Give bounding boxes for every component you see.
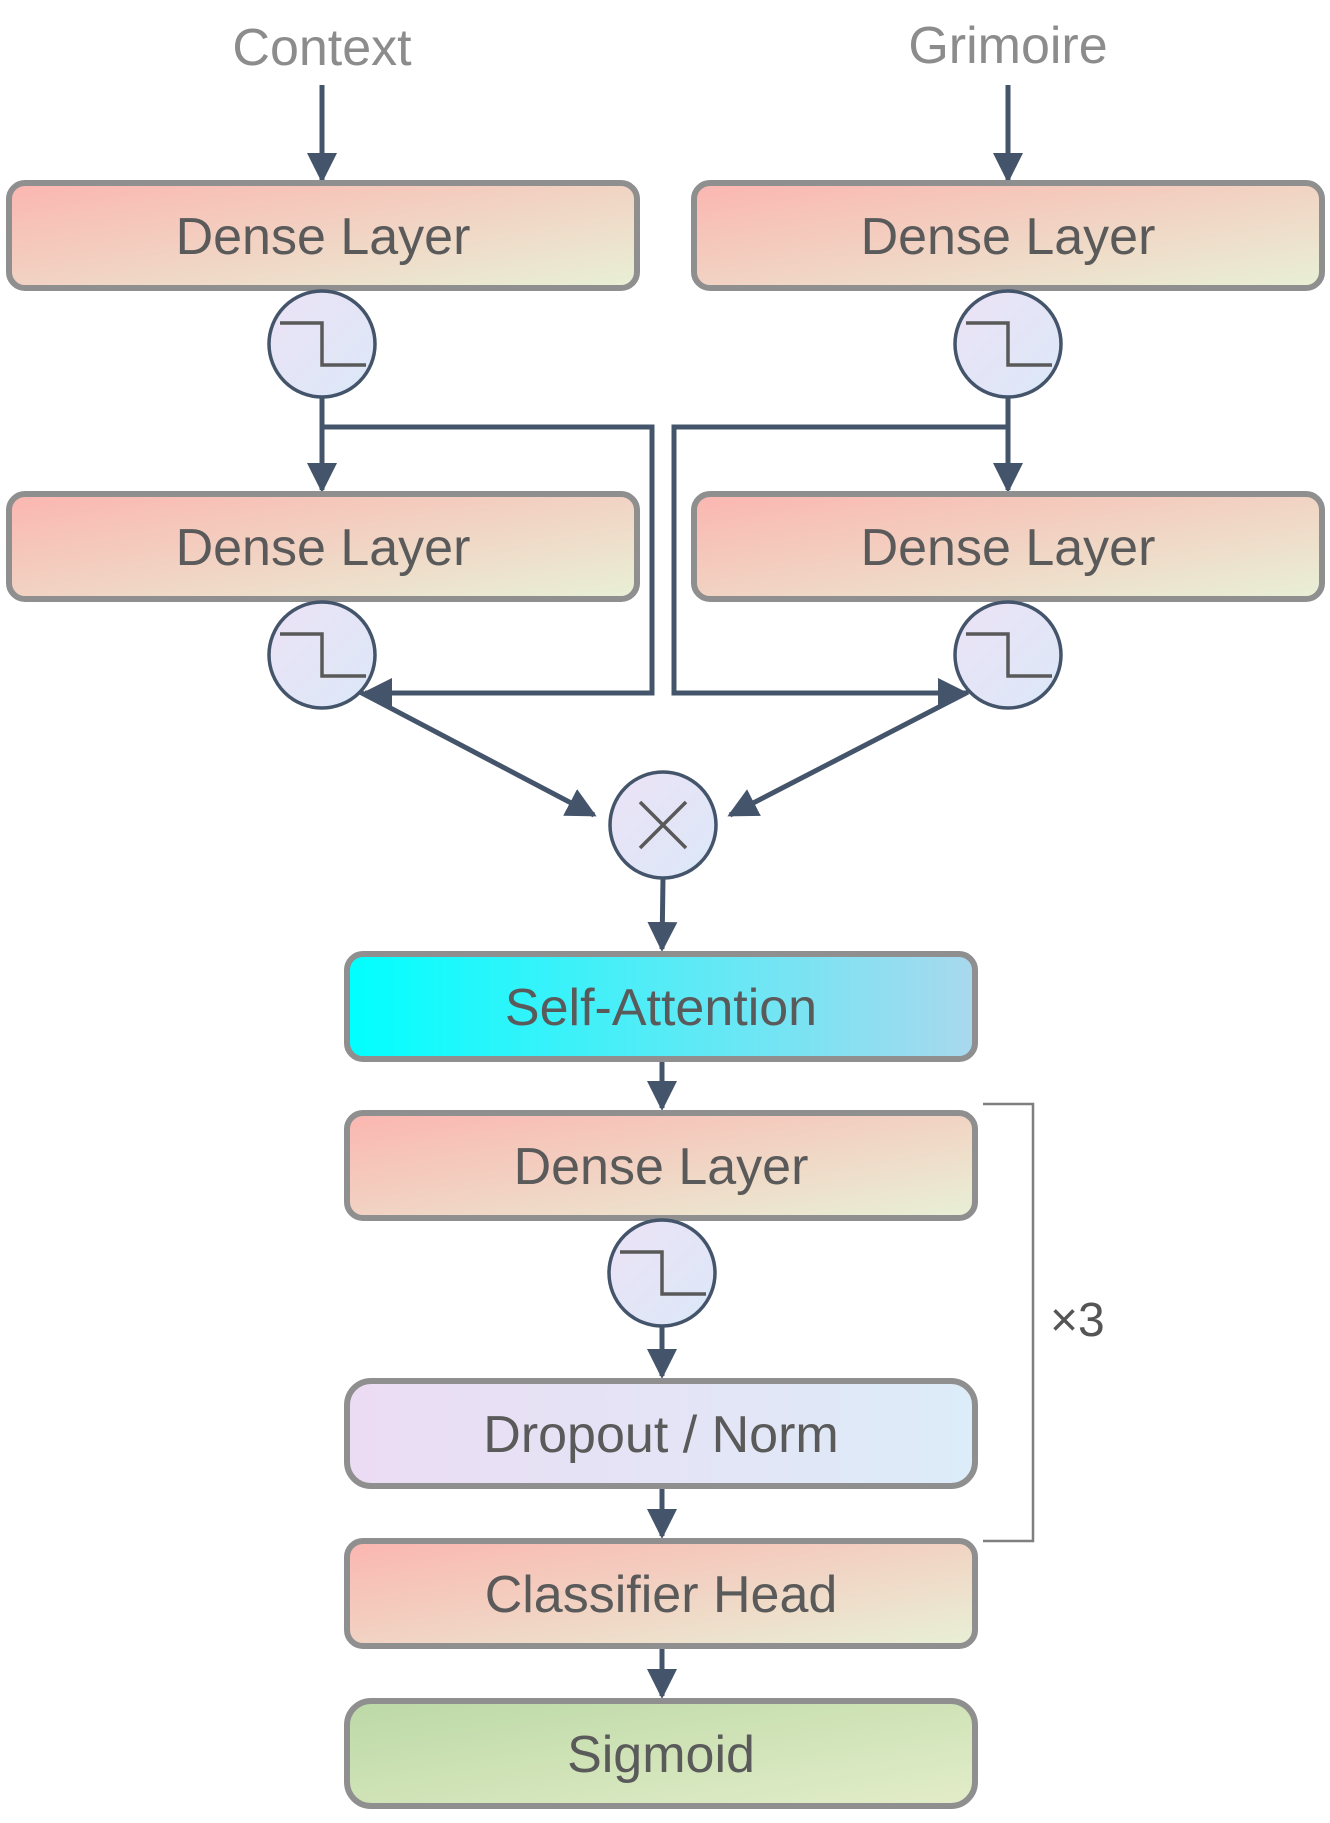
sigmoid-output: Sigmoid [344,1698,978,1809]
svg-text:Sigmoid: Sigmoid [567,1726,755,1784]
repeat-count-label: ×3 [1050,1294,1105,1347]
block-dense-layer: Dense Layer [344,1110,978,1221]
svg-text:Dropout / Norm: Dropout / Norm [483,1406,838,1464]
self-attention-layer: Self-Attention [344,951,978,1062]
svg-text:Self-Attention: Self-Attention [505,979,817,1037]
svg-text:Dense Layer: Dense Layer [176,208,471,266]
repeat-bracket: ×3 [983,1102,1105,1543]
svg-text:Dense Layer: Dense Layer [514,1138,809,1196]
right-dense-layer-1: Dense Layer [691,180,1325,291]
right-activation-2 [953,600,1063,710]
left-dense-layer-2: Dense Layer [6,491,640,602]
svg-text:Dense Layer: Dense Layer [861,208,1156,266]
left-dense-layer-1: Dense Layer [6,180,640,291]
dropout-norm-layer: Dropout / Norm [344,1378,978,1489]
grimoire-input-label: Grimoire [908,17,1107,75]
svg-text:Dense Layer: Dense Layer [176,519,471,577]
connectors [307,85,1023,1699]
left-skip-connection [322,424,655,708]
left-to-multiply-arrow [358,689,597,818]
svg-text:Classifier Head: Classifier Head [485,1566,838,1624]
multiply-to-attention-arrow [647,877,678,952]
right-skip-connection [671,424,1008,708]
classifier-head: Classifier Head [344,1538,978,1649]
multiply-node [608,770,718,880]
left-activation-2 [267,600,377,710]
left-activation-1 [267,289,377,399]
svg-text:Dense Layer: Dense Layer [861,519,1156,577]
block-activation [607,1218,717,1328]
right-activation-1 [953,289,1063,399]
right-to-multiply-arrow [727,689,970,818]
context-input-label: Context [232,19,412,77]
right-dense-layer-2: Dense Layer [691,491,1325,602]
